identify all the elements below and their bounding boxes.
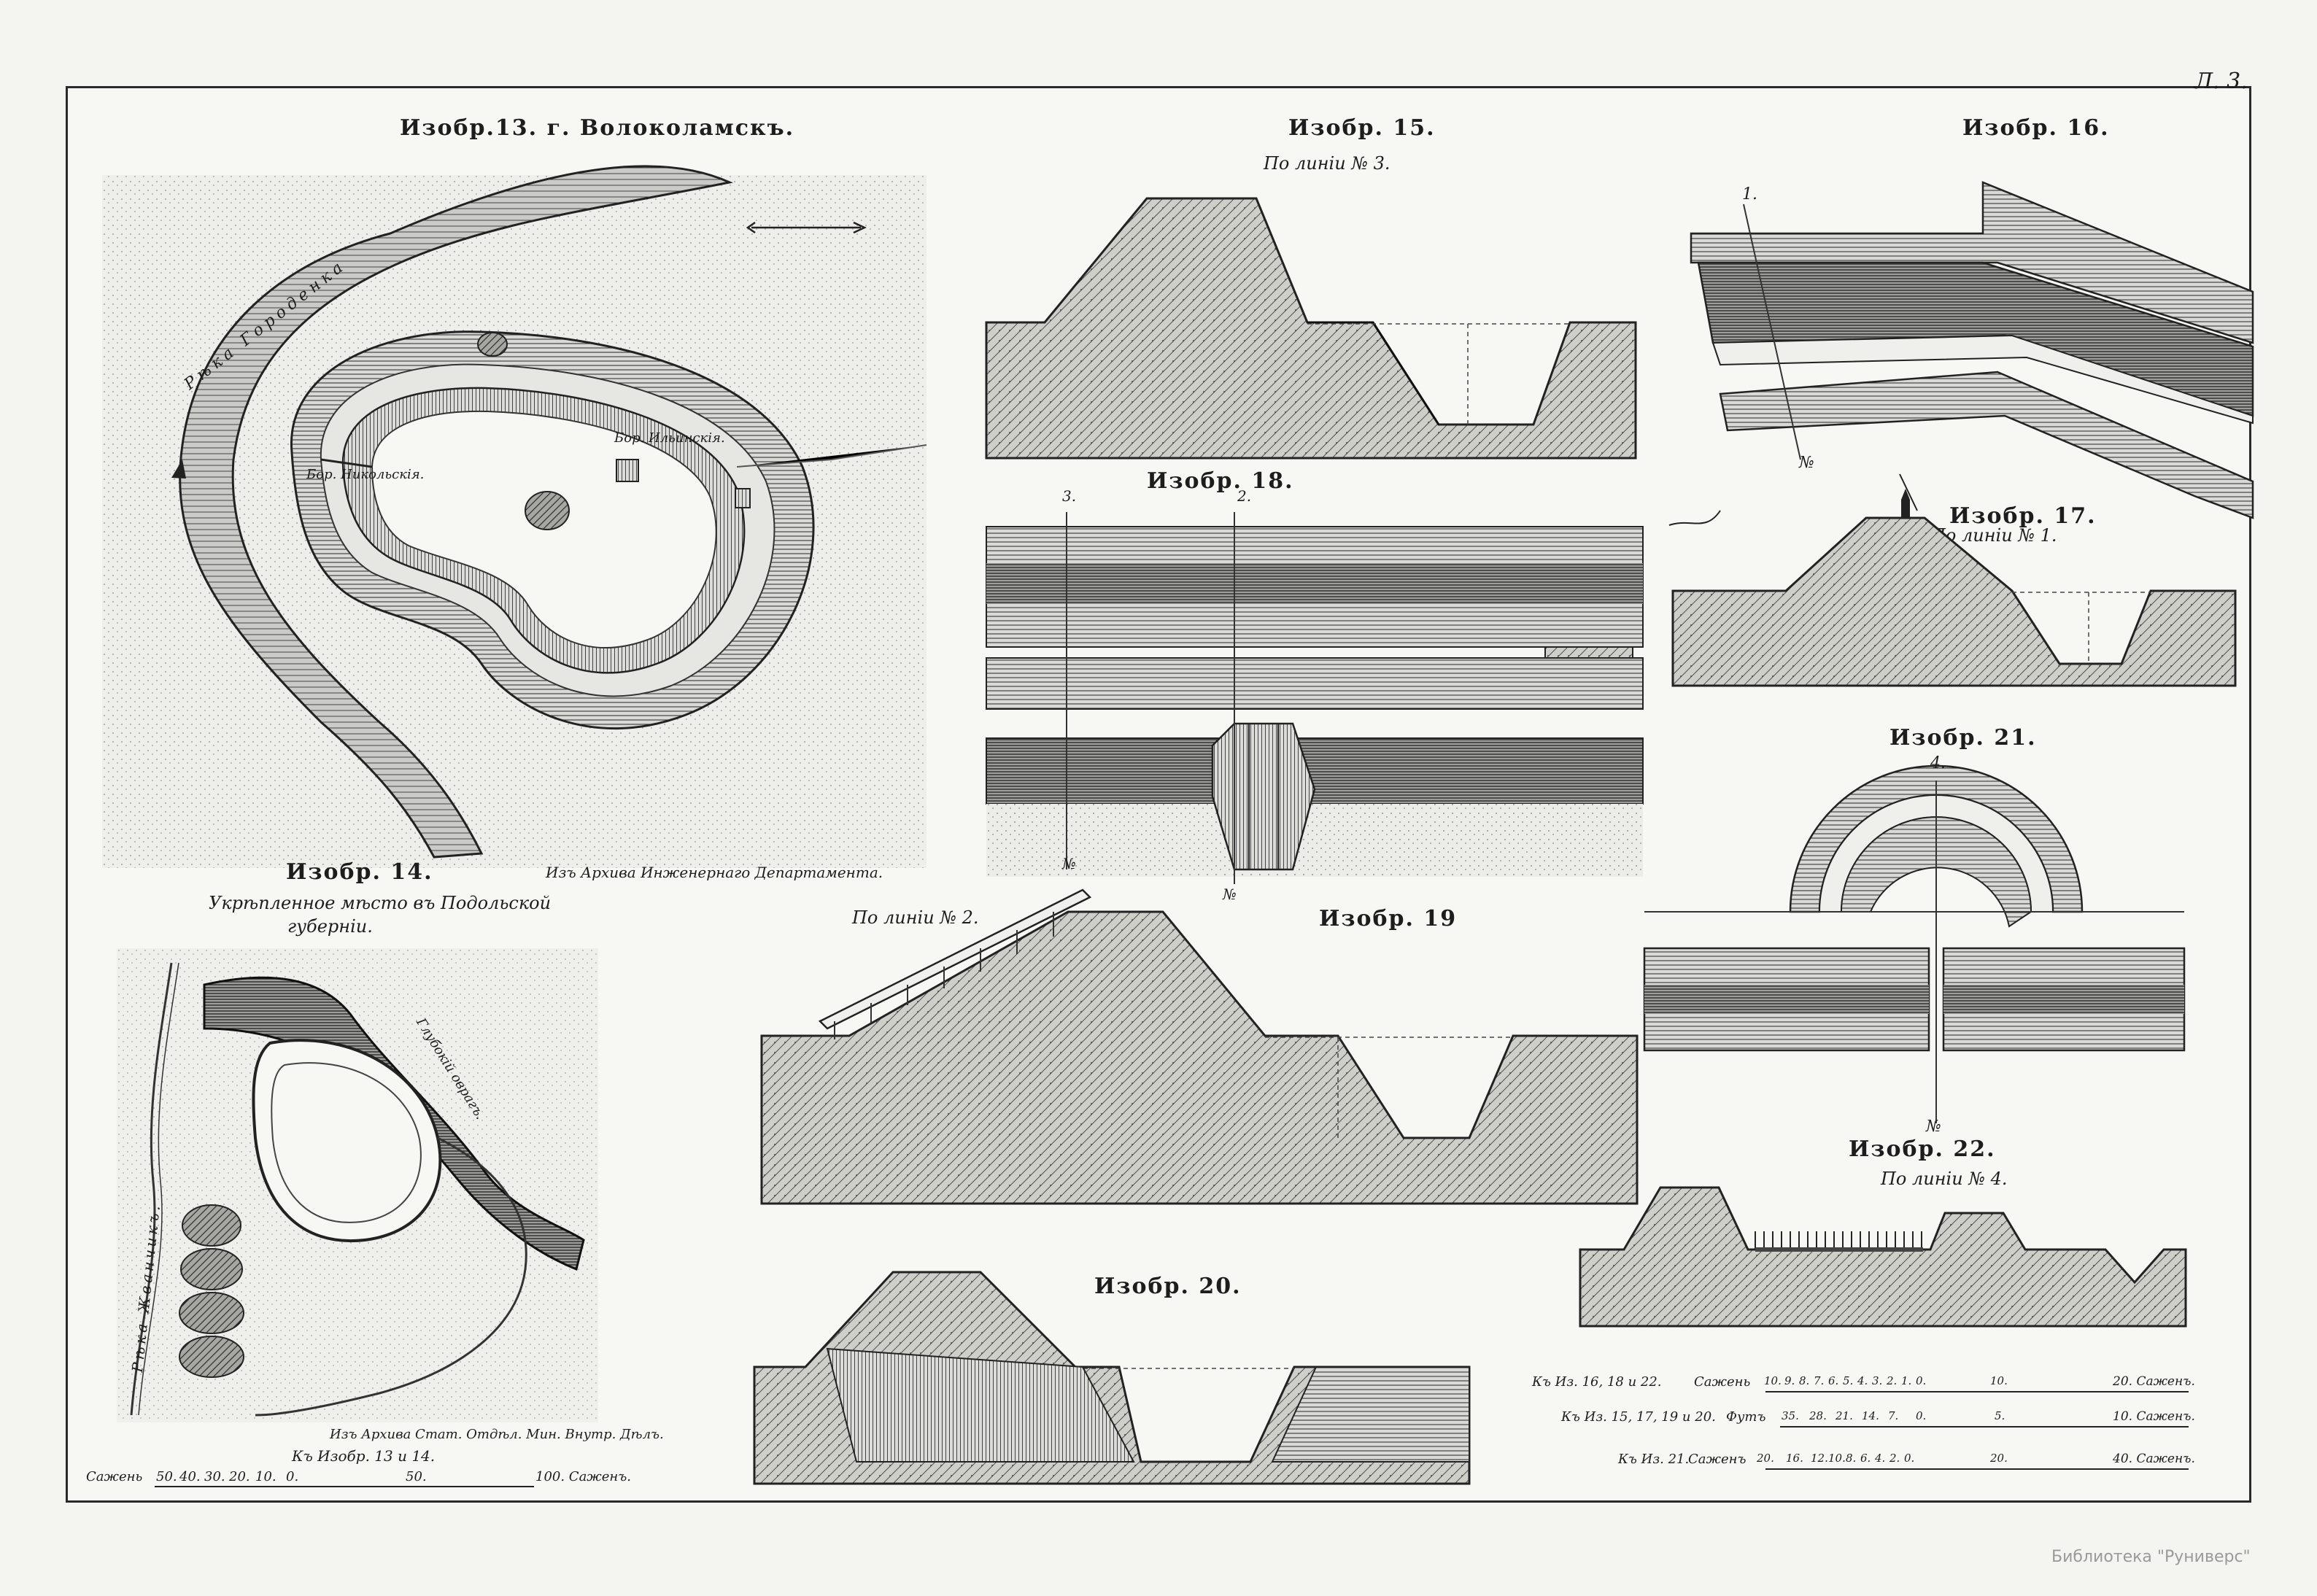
- fig13-gate-nikolskaya: Бор. Никольскія.: [306, 467, 425, 482]
- fig13-plan: [102, 165, 927, 868]
- scale-r1-t7: 3.: [1872, 1374, 1883, 1387]
- fig21-plan: [1643, 764, 2186, 1123]
- fig14-source: Изъ Архива Стат. Отдѣл. Мин. Внутр. Дѣлъ…: [330, 1427, 664, 1442]
- scale-r3-t10: 40. Саженъ.: [2113, 1452, 2195, 1466]
- fig15-title: Изобр. 15.: [1288, 115, 1436, 141]
- fig13-title: Изобр.13. г. Волоколамскъ.: [400, 115, 795, 141]
- scale-left-tick-10: 10.: [255, 1469, 276, 1484]
- fig19-title: Изобр. 19: [1319, 906, 1458, 931]
- fig18-mark-n1: №: [1062, 855, 1076, 872]
- scale-r1-t9: 1.: [1901, 1374, 1912, 1387]
- scale-r1-bar: [1765, 1391, 2189, 1392]
- scale-r2-t4: 7.: [1888, 1409, 1899, 1422]
- scale-r3-t8: 0.: [1904, 1452, 1915, 1465]
- scale-left-tick-100: 100. Саженъ.: [535, 1469, 631, 1484]
- scale-r2-label: Къ Из. 15, 17, 19 и 20.: [1561, 1409, 1716, 1425]
- scale-r1-t4: 6.: [1828, 1374, 1839, 1387]
- fig15-subtitle: По линіи № 3.: [1264, 153, 1390, 174]
- scale-r3-label: Къ Из. 21.: [1618, 1452, 1690, 1467]
- fig18-mark-2: 2.: [1237, 487, 1252, 505]
- fig14-plan: [117, 948, 598, 1422]
- soldier-icon: [1901, 489, 1910, 518]
- sheet-number: Л. 3.: [2194, 69, 2248, 94]
- scale-r3-t5: 6.: [1860, 1452, 1871, 1465]
- scale-r2-unit: Футъ: [1726, 1409, 1766, 1425]
- fig18-mark-n2: №: [1223, 886, 1237, 903]
- scale-r2-t7: 10. Саженъ.: [2113, 1409, 2195, 1424]
- fig14-subtitle-2: губерніи.: [287, 916, 373, 937]
- scale-left-tick-30: 30.: [204, 1469, 225, 1484]
- scale-left-tick-50: 50.: [156, 1469, 177, 1484]
- fig17-title: Изобр. 17.: [1949, 503, 2097, 529]
- fig14-subtitle-1: Укрѣпленное мѣсто въ Подольской: [209, 893, 552, 913]
- scale-r1-label: Къ Из. 16, 18 и 22.: [1532, 1374, 1662, 1390]
- scale-r3-unit: Саженъ: [1688, 1452, 1747, 1467]
- scale-r2-t5: 0.: [1916, 1409, 1927, 1422]
- fig21-title: Изобр. 21.: [1889, 725, 2037, 751]
- scale-r3-t3: 10.: [1828, 1452, 1846, 1465]
- fig16-mark-top: 1.: [1742, 185, 1757, 204]
- scale-r3-t4: 8.: [1846, 1452, 1857, 1465]
- fig22-section: [1579, 1186, 2187, 1328]
- fig18-plan: [986, 512, 1644, 884]
- scale-r1-t5: 5.: [1843, 1374, 1854, 1387]
- scale-r1-t11: 10.: [1990, 1374, 2008, 1387]
- north-arrow-icon: [746, 221, 867, 234]
- scale-left-tick-20: 20.: [229, 1469, 250, 1484]
- fig18-mark-3: 3.: [1062, 487, 1077, 505]
- scale-r3-t6: 4.: [1875, 1452, 1886, 1465]
- scale-r2-t0: 35.: [1782, 1409, 1799, 1422]
- fig15-section: [985, 197, 1637, 460]
- fig20-section: [753, 1271, 1471, 1485]
- scale-left-bar: [155, 1486, 534, 1487]
- scale-left-unit: Сажень: [86, 1469, 143, 1484]
- fig20-title: Изобр. 20.: [1094, 1274, 1242, 1299]
- scale-r1-unit: Сажень: [1694, 1374, 1751, 1390]
- scale-r3-t1: 16.: [1786, 1452, 1803, 1465]
- fig22-title: Изобр. 22.: [1849, 1136, 1996, 1162]
- fig16-mark-bottom: №: [1799, 454, 1814, 472]
- scale-left-caption: Къ Изобр. 13 и 14.: [292, 1447, 436, 1465]
- fig22-subtitle: По линіи № 4.: [1881, 1169, 2008, 1189]
- scale-left-tick-0: 0.: [286, 1469, 299, 1484]
- fig19-section: [760, 888, 1639, 1205]
- river-gorodenka: [179, 165, 733, 859]
- fig14-title: Изобр. 14.: [286, 859, 433, 885]
- scale-r3-t0: 20.: [1757, 1452, 1774, 1465]
- fig16-plan: [1690, 181, 2254, 519]
- scale-r1-t10: 0.: [1916, 1374, 1927, 1387]
- scale-r1-t0: 10.: [1764, 1374, 1782, 1387]
- fig17-section: [1544, 473, 2237, 687]
- scale-r3-t7: 2.: [1889, 1452, 1900, 1465]
- scale-r1-t1: 9.: [1784, 1374, 1795, 1387]
- scale-r1-t8: 2.: [1887, 1374, 1898, 1387]
- scale-r2-bar: [1780, 1426, 2189, 1428]
- scale-r3-t2: 12.: [1811, 1452, 1828, 1465]
- scale-r2-t3: 14.: [1862, 1409, 1879, 1422]
- fig19-subtitle: По линіи № 2.: [852, 907, 979, 928]
- scale-r3-bar: [1765, 1468, 2189, 1470]
- scale-r1-t12: 20. Саженъ.: [2113, 1374, 2195, 1389]
- scale-r1-t3: 7.: [1814, 1374, 1825, 1387]
- boat-icon: [171, 460, 186, 479]
- fig21-mark-top: 4.: [1930, 754, 1946, 772]
- scale-r2-t6: 5.: [1995, 1409, 2005, 1422]
- scale-r2-t1: 28.: [1809, 1409, 1827, 1422]
- scale-left-tick-40: 40.: [179, 1469, 201, 1484]
- scale-r3-t9: 20.: [1990, 1452, 2008, 1465]
- fig16-title: Изобр. 16.: [1962, 115, 2110, 141]
- scale-r1-t2: 8.: [1799, 1374, 1810, 1387]
- scale-r2-t2: 21.: [1836, 1409, 1853, 1422]
- scale-r1-t6: 4.: [1857, 1374, 1868, 1387]
- fig13-source: Изъ Архива Инженернаго Департамента.: [546, 864, 883, 881]
- library-watermark: Библиотека "Руниверс": [2051, 1548, 2251, 1566]
- fig13-gate-ilyinskaya: Бор. Ильинскія.: [614, 430, 725, 446]
- fig21-mark-bottom: №: [1926, 1117, 1941, 1136]
- fig18-title: Изобр. 18.: [1147, 468, 1294, 494]
- scale-left-tick-50b: 50.: [406, 1469, 427, 1484]
